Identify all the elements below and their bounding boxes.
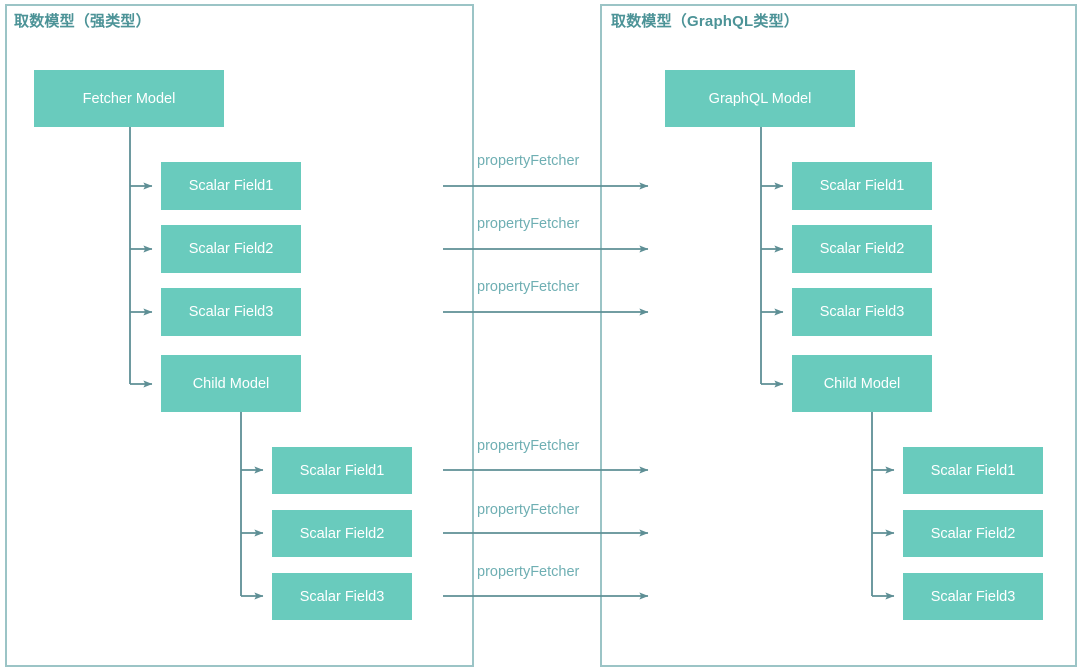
- edge-label-property-fetcher-2: propertyFetcher: [475, 216, 582, 232]
- panel-graphql-model: [600, 4, 1077, 667]
- node-left-child-scalar-field2[interactable]: Scalar Field2: [272, 510, 412, 557]
- node-fetcher-model[interactable]: Fetcher Model: [34, 70, 224, 127]
- node-left-scalar-field3[interactable]: Scalar Field3: [161, 288, 301, 336]
- node-right-scalar-field3[interactable]: Scalar Field3: [792, 288, 932, 336]
- node-left-child-model[interactable]: Child Model: [161, 355, 301, 412]
- node-right-child-scalar-field3[interactable]: Scalar Field3: [903, 573, 1043, 620]
- edge-label-property-fetcher-3: propertyFetcher: [475, 279, 582, 295]
- panel-fetcher-model: [5, 4, 474, 667]
- panel-title-fetcher: 取数模型（强类型）: [14, 13, 151, 30]
- node-left-scalar-field1[interactable]: Scalar Field1: [161, 162, 301, 210]
- edge-label-property-fetcher-1: propertyFetcher: [475, 153, 582, 169]
- node-graphql-model[interactable]: GraphQL Model: [665, 70, 855, 127]
- node-left-child-scalar-field1[interactable]: Scalar Field1: [272, 447, 412, 494]
- node-right-child-scalar-field1[interactable]: Scalar Field1: [903, 447, 1043, 494]
- node-right-scalar-field1[interactable]: Scalar Field1: [792, 162, 932, 210]
- node-left-child-scalar-field3[interactable]: Scalar Field3: [272, 573, 412, 620]
- edge-label-property-fetcher-6: propertyFetcher: [475, 564, 582, 580]
- edge-label-property-fetcher-4: propertyFetcher: [475, 438, 582, 454]
- node-right-child-scalar-field2[interactable]: Scalar Field2: [903, 510, 1043, 557]
- node-left-scalar-field2[interactable]: Scalar Field2: [161, 225, 301, 273]
- node-right-child-model[interactable]: Child Model: [792, 355, 932, 412]
- edge-label-property-fetcher-5: propertyFetcher: [475, 502, 582, 518]
- node-right-scalar-field2[interactable]: Scalar Field2: [792, 225, 932, 273]
- panel-title-graphql: 取数模型（GraphQL类型）: [611, 13, 800, 30]
